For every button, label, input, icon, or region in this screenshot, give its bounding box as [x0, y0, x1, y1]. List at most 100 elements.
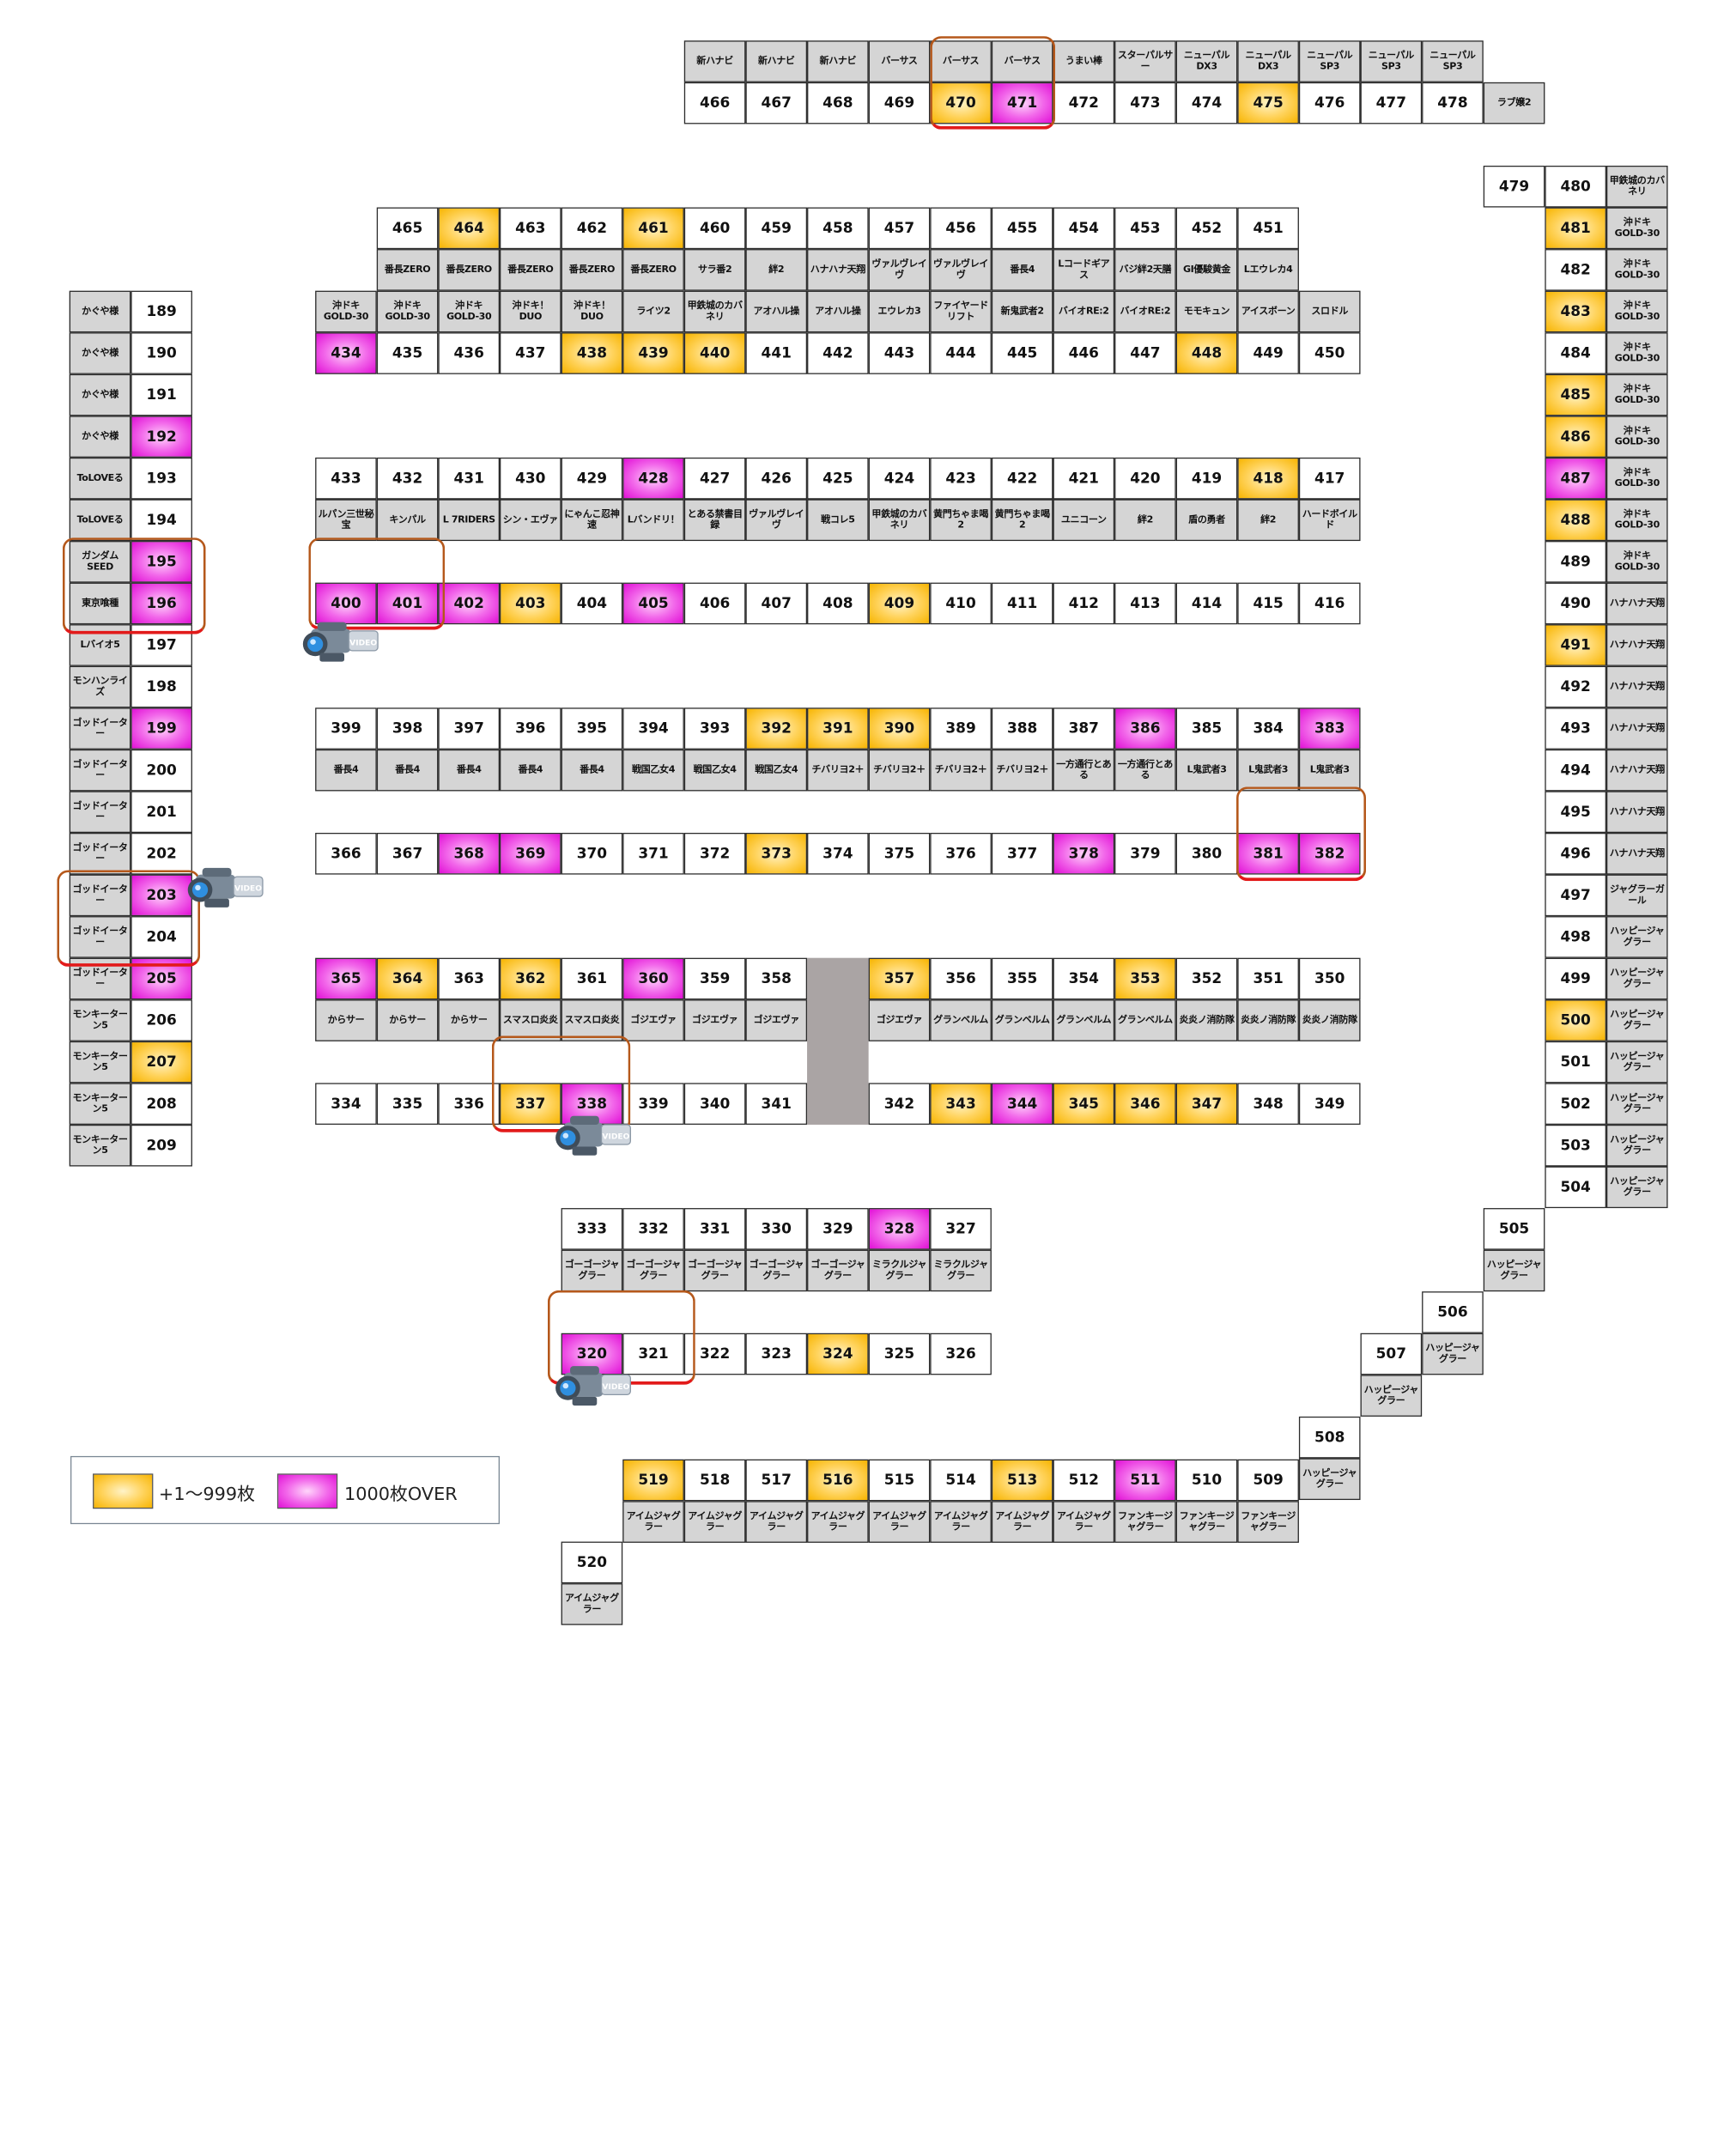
- machine-name-477: ニューパルSP3: [1360, 40, 1423, 82]
- machine-number-513: 513: [991, 1459, 1053, 1502]
- machine-name-197: Lバイオ5: [69, 624, 131, 666]
- machine-number-351: 351: [1237, 957, 1299, 1000]
- machine-number-495: 495: [1545, 791, 1606, 834]
- machine-number-200: 200: [131, 749, 192, 792]
- machine-name-461: 番長ZERO: [622, 249, 684, 291]
- machine-name-191: かぐや様: [69, 373, 131, 416]
- machine-number-402: 402: [438, 582, 500, 625]
- machine-number-359: 359: [683, 957, 746, 1000]
- machine-name-454: Lコードギアス: [1053, 249, 1115, 291]
- machine-number-414: 414: [1175, 582, 1238, 625]
- machine-name-466: 新ハナビ: [683, 40, 746, 82]
- machine-number-367: 367: [376, 833, 439, 875]
- machine-name-201: ゴッドイーター: [69, 791, 131, 834]
- machine-number-323: 323: [745, 1333, 808, 1375]
- machine-number-405: 405: [622, 582, 684, 625]
- machine-number-489: 489: [1545, 541, 1606, 583]
- machine-name-388: チバリヨ2＋: [991, 749, 1053, 792]
- machine-number-484: 484: [1545, 332, 1606, 374]
- machine-name-487: 沖ドキGOLD-30: [1605, 457, 1668, 500]
- machine-number-324: 324: [807, 1333, 869, 1375]
- machine-number-506: 506: [1422, 1291, 1484, 1333]
- machine-number-429: 429: [561, 457, 623, 500]
- machine-number-502: 502: [1545, 1083, 1606, 1125]
- machine-number-430: 430: [499, 457, 561, 500]
- machine-name-205: ゴッドイーター: [69, 957, 131, 1000]
- machine-name-479: ラブ嬢2: [1483, 82, 1545, 124]
- machine-name-363: からサー: [438, 999, 500, 1041]
- machine-name-208: モンキーターン5: [69, 1083, 131, 1125]
- machine-number-413: 413: [1114, 582, 1176, 625]
- machine-number-450: 450: [1298, 332, 1361, 374]
- machine-number-421: 421: [1053, 457, 1115, 500]
- machine-name-418: 絆2: [1237, 499, 1299, 542]
- machine-number-322: 322: [683, 1333, 746, 1375]
- machine-number-349: 349: [1298, 1083, 1361, 1125]
- machine-name-196: 東京喰種: [69, 582, 131, 625]
- machine-number-321: 321: [622, 1333, 684, 1375]
- machine-name-354: グランベルム: [1053, 999, 1115, 1041]
- machine-name-443: エウレカ3: [868, 290, 931, 333]
- machine-number-325: 325: [868, 1333, 931, 1375]
- machine-name-481: 沖ドキGOLD-30: [1605, 207, 1668, 250]
- machine-number-505: 505: [1483, 1208, 1545, 1250]
- machine-name-398: 番長4: [376, 749, 439, 792]
- machine-name-358: ゴジエヴァ: [745, 999, 808, 1041]
- machine-number-204: 204: [131, 916, 192, 958]
- machine-number-374: 374: [807, 833, 869, 875]
- machine-name-453: バジ絆2天膳: [1114, 249, 1176, 291]
- machine-number-381: 381: [1237, 833, 1299, 875]
- machine-number-365: 365: [315, 957, 377, 1000]
- machine-name-355: グランベルム: [991, 999, 1053, 1041]
- machine-name-384: L鬼武者3: [1237, 749, 1299, 792]
- machine-number-389: 389: [930, 707, 992, 750]
- machine-number-371: 371: [622, 833, 684, 875]
- machine-name-463: 番長ZERO: [499, 249, 561, 291]
- machine-name-386: 一方通行とある: [1114, 749, 1176, 792]
- machine-number-346: 346: [1114, 1083, 1176, 1125]
- machine-name-457: ヴァルヴレイヴ: [868, 249, 931, 291]
- machine-number-209: 209: [131, 1124, 192, 1167]
- machine-name-332: ゴーゴージャグラー: [622, 1249, 684, 1292]
- machine-name-195: ガンダムSEED: [69, 541, 131, 583]
- machine-number-519: 519: [622, 1459, 684, 1502]
- machine-name-392: 戦国乙女4: [745, 749, 808, 792]
- machine-number-339: 339: [622, 1083, 684, 1125]
- machine-name-441: アオハル操: [745, 290, 808, 333]
- machine-number-201: 201: [131, 791, 192, 834]
- machine-name-480: 甲鉄城のカバネリ: [1605, 165, 1668, 208]
- machine-number-353: 353: [1114, 957, 1176, 1000]
- machine-number-415: 415: [1237, 582, 1299, 625]
- machine-name-333: ゴーゴージャグラー: [561, 1249, 623, 1292]
- machine-name-508: ハッピージャグラー: [1298, 1458, 1361, 1501]
- machine-number-329: 329: [807, 1208, 869, 1250]
- machine-name-385: L鬼武者3: [1175, 749, 1238, 792]
- machine-number-432: 432: [376, 457, 439, 500]
- machine-number-433: 433: [315, 457, 377, 500]
- machine-number-445: 445: [991, 332, 1053, 374]
- machine-number-372: 372: [683, 833, 746, 875]
- machine-name-467: 新ハナビ: [745, 40, 808, 82]
- machine-number-491: 491: [1545, 624, 1606, 666]
- machine-number-441: 441: [745, 332, 808, 374]
- legend-pink-label: 1000枚OVER: [344, 1483, 458, 1505]
- machine-number-199: 199: [131, 707, 192, 750]
- video-camera-icon: VIDEO: [185, 864, 265, 919]
- machine-number-481: 481: [1545, 207, 1606, 250]
- machine-number-459: 459: [745, 207, 808, 250]
- machine-number-391: 391: [807, 707, 869, 750]
- machine-number-455: 455: [991, 207, 1053, 250]
- machine-number-436: 436: [438, 332, 500, 374]
- machine-number-401: 401: [376, 582, 439, 625]
- machine-number-517: 517: [745, 1459, 808, 1502]
- machine-number-193: 193: [131, 457, 192, 500]
- machine-number-386: 386: [1114, 707, 1176, 750]
- machine-number-406: 406: [683, 582, 746, 625]
- machine-number-192: 192: [131, 416, 192, 458]
- machine-number-453: 453: [1114, 207, 1176, 250]
- machine-number-508: 508: [1298, 1416, 1361, 1459]
- machine-name-506: ハッピージャグラー: [1422, 1333, 1484, 1375]
- machine-number-197: 197: [131, 624, 192, 666]
- machine-number-362: 362: [499, 957, 561, 1000]
- machine-name-438: 沖ドキ！DUO: [561, 290, 623, 333]
